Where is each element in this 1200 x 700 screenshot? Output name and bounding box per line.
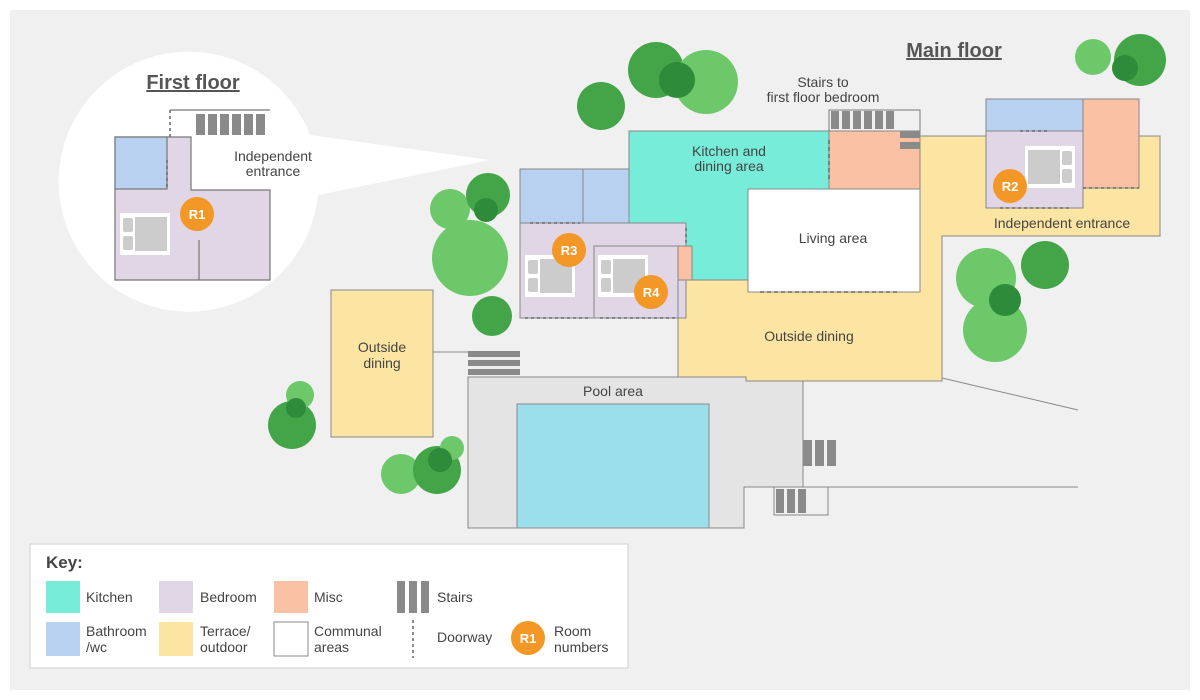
- first-floor-stairs: [196, 114, 265, 135]
- legend-swatch-stairs: [397, 581, 429, 613]
- legend-swatch-kitchen: [46, 581, 80, 613]
- legend-label-bedroom: Bedroom: [200, 589, 257, 605]
- room-marker-r4-label: R4: [643, 285, 660, 300]
- tree-group-center-left: [430, 173, 512, 336]
- living-area: [747, 188, 921, 293]
- pool-stairs: [468, 351, 520, 375]
- legend-label-terrace-1: Terrace/: [200, 623, 251, 639]
- outside-dining-left-label-2: dining: [363, 355, 400, 371]
- garden-boundary-diagonal: [941, 377, 1079, 411]
- legend-swatch-communal: [273, 621, 309, 657]
- stairs-label-1: Stairs to: [797, 74, 849, 90]
- legend-label-terrace-2: outdoor: [200, 639, 248, 655]
- legend-label-communal-2: areas: [314, 639, 349, 655]
- r3-bathroom-a: [519, 168, 584, 224]
- kitchen-label-1: Kitchen and: [692, 143, 766, 159]
- legend-swatch-room-marker: [511, 621, 545, 655]
- stairs-label-2: first floor bedroom: [767, 89, 880, 105]
- lower-stairs: [776, 489, 806, 513]
- first-floor-entrance-label-2: entrance: [246, 163, 301, 179]
- main-floor-heading: Main floor: [906, 40, 1002, 62]
- tree-group-right: [956, 241, 1069, 362]
- first-floor-inset: First floor Independent entrance R1: [58, 51, 490, 312]
- room-marker-r3-label: R3: [561, 243, 578, 258]
- r1-bed-icon: [120, 213, 170, 255]
- legend-label-communal-1: Communal: [314, 623, 382, 639]
- misc-zone-stairs: [828, 130, 921, 190]
- r1-bathroom-zone: [114, 136, 168, 190]
- stairs-to-first-floor: [831, 111, 920, 149]
- pool-water: [516, 403, 710, 529]
- legend-label-bathroom-2: /wc: [86, 639, 107, 655]
- r2-bathroom-zone: [985, 98, 1084, 132]
- first-floor-heading: First floor: [146, 72, 240, 94]
- independent-entrance-r2-label: Independent entrance: [994, 215, 1130, 231]
- room-marker-r3: [552, 233, 586, 267]
- lower-step-box: [773, 486, 829, 516]
- tree-group-top-center: [577, 42, 738, 130]
- r2-bed-icon: [1025, 146, 1075, 188]
- first-floor-entrance-label-1: Independent: [234, 148, 312, 164]
- legend-label-doorway: Doorway: [437, 629, 492, 645]
- tree-group-top-right: [1075, 34, 1166, 86]
- legend-swatch-bathroom: [46, 622, 80, 656]
- r4-misc-zone: [677, 245, 693, 281]
- legend-swatch-bedroom: [159, 581, 193, 613]
- pool-area-label: Pool area: [583, 383, 643, 399]
- r3-bathroom-b: [582, 168, 630, 224]
- legend-label-stairs: Stairs: [437, 589, 473, 605]
- outside-dining-main-label: Outside dining: [764, 328, 854, 344]
- legend-label-kitchen: Kitchen: [86, 589, 133, 605]
- outside-dining-left-label-1: Outside: [358, 339, 406, 355]
- room-marker-r4: [634, 275, 668, 309]
- room-marker-r2-label: R2: [1002, 179, 1019, 194]
- legend-label-room-numbers-2: numbers: [554, 639, 608, 655]
- tree-group-far-left: [268, 381, 316, 449]
- room-marker-r1: [180, 197, 214, 231]
- legend-label-bathroom-1: Bathroom: [86, 623, 147, 639]
- legend-room-marker-label: R1: [520, 631, 537, 646]
- legend-label-room-numbers-1: Room: [554, 623, 591, 639]
- legend: Key: Kitchen Bedroom Misc Stairs Bathroo…: [29, 543, 629, 669]
- outside-dining-left: [330, 289, 434, 438]
- legend-swatch-terrace: [159, 622, 193, 656]
- side-stairs: [803, 440, 836, 466]
- stairs-landing-wall: [828, 109, 921, 131]
- tree-group-bottom-left: [381, 436, 464, 494]
- room-marker-r2: [993, 169, 1027, 203]
- room-marker-r1-label: R1: [189, 207, 206, 222]
- legend-swatch-misc: [274, 581, 308, 613]
- kitchen-label-2: dining area: [694, 158, 763, 174]
- living-area-label: Living area: [799, 230, 868, 246]
- legend-label-misc: Misc: [314, 589, 343, 605]
- legend-title: Key:: [46, 553, 83, 572]
- r2-misc-zone: [1082, 98, 1140, 189]
